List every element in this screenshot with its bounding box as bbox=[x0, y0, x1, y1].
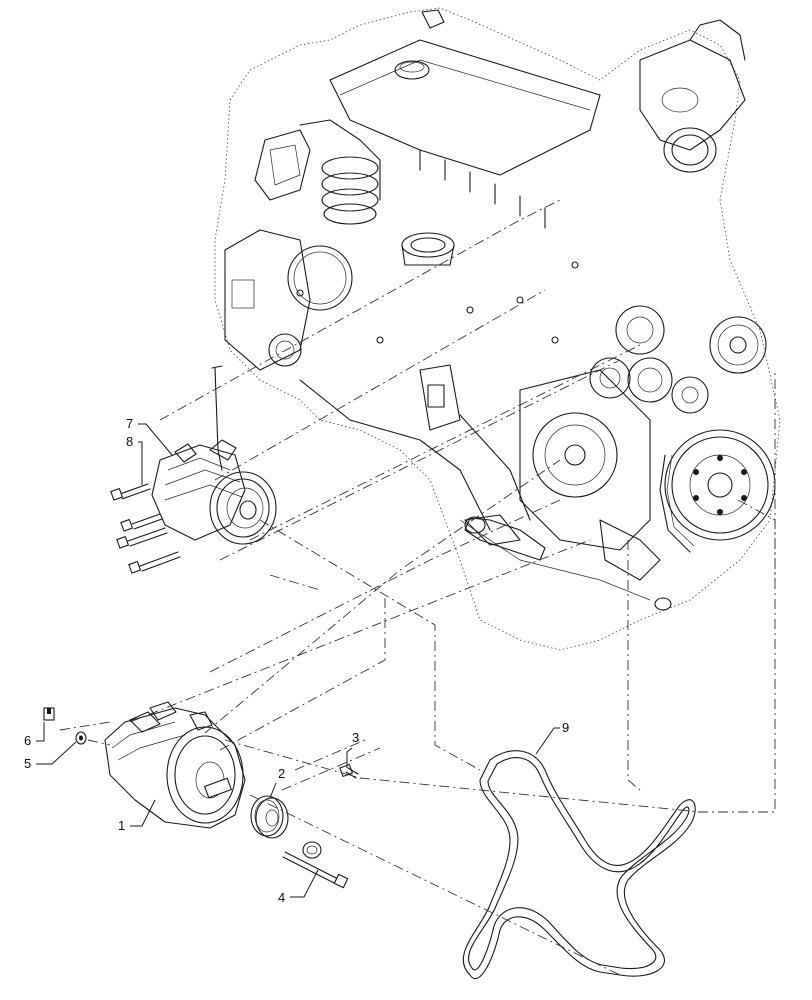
callout-3: 3 bbox=[352, 730, 359, 745]
leader-3 bbox=[346, 747, 353, 768]
long-bolt bbox=[282, 851, 349, 889]
callout-6: 6 bbox=[24, 733, 31, 748]
assembly-centerlines bbox=[59, 199, 776, 976]
callout-4: 4 bbox=[278, 890, 285, 905]
callout-5: 5 bbox=[24, 756, 31, 771]
short-bolt bbox=[339, 763, 359, 779]
callout-1: 1 bbox=[118, 818, 125, 833]
engine-assembly bbox=[211, 7, 781, 651]
leader-8 bbox=[138, 441, 143, 485]
leader-7 bbox=[138, 423, 173, 456]
flange-nut bbox=[302, 841, 322, 859]
leader-9 bbox=[535, 727, 560, 755]
leader-6 bbox=[36, 722, 45, 742]
serpentine-belt bbox=[462, 750, 696, 980]
compressor-bolts bbox=[110, 483, 181, 574]
alternator bbox=[104, 701, 246, 829]
callout-labels: 1 2 3 4 5 6 7 8 9 bbox=[24, 416, 569, 905]
washer-5 bbox=[75, 731, 87, 745]
callout-9: 9 bbox=[562, 720, 569, 735]
leader-2 bbox=[269, 782, 277, 799]
leader-1 bbox=[130, 799, 156, 827]
nut-6 bbox=[43, 707, 55, 721]
callout-8: 8 bbox=[126, 434, 133, 449]
leader-4 bbox=[290, 869, 319, 898]
leader-5 bbox=[36, 741, 77, 765]
alternator-pulley bbox=[250, 795, 289, 839]
callout-7: 7 bbox=[126, 416, 133, 431]
ac-compressor bbox=[151, 439, 277, 545]
callout-2: 2 bbox=[278, 766, 285, 781]
